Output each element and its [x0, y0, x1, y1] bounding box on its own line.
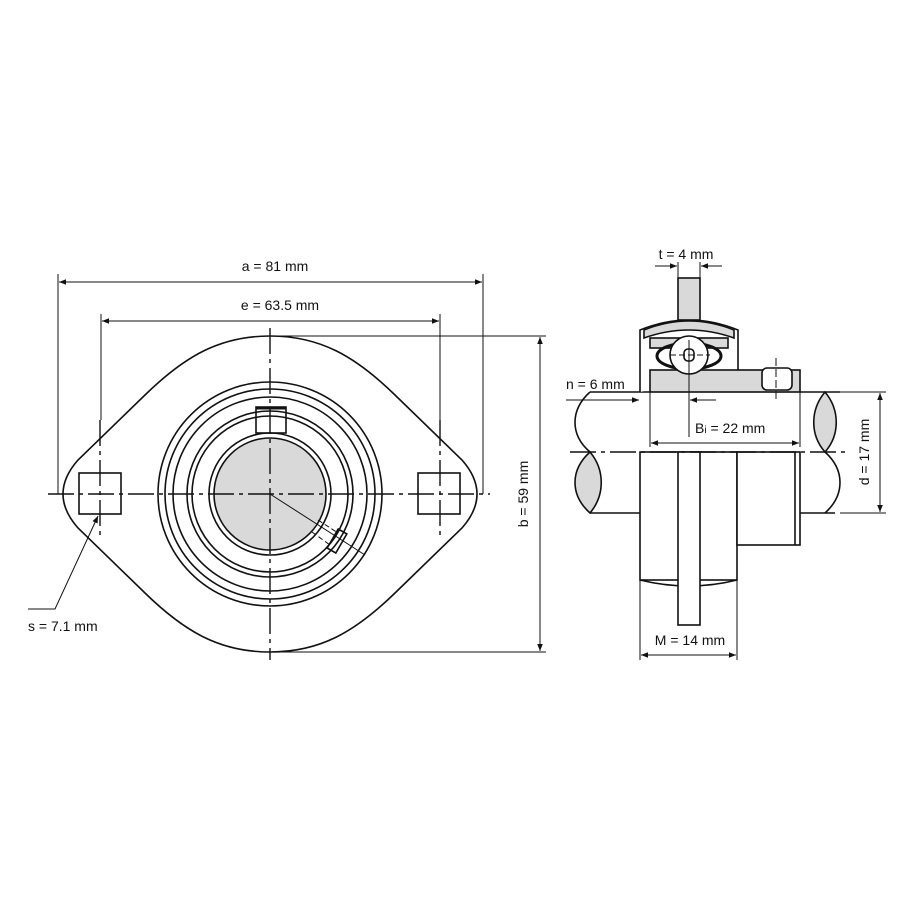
set-screw-side: [761, 367, 793, 391]
inner-ring-lower: [736, 451, 801, 546]
shaft-break-right: [813, 390, 837, 454]
dim-e-label: e = 63.5 mm: [241, 297, 319, 313]
side-view: t = 4 mm n = 6 mm Bi = 22 mm d = 17 mm M…: [566, 246, 886, 660]
flange-stem-upper: [677, 277, 701, 321]
flange-stem-lower: [677, 451, 701, 626]
dim-b-label: b = 59 mm: [515, 461, 531, 528]
dim-n-label: n = 6 mm: [566, 376, 625, 392]
dim-d-label: d = 17 mm: [856, 419, 872, 486]
dim-m-label: M = 14 mm: [655, 632, 725, 648]
dim-a-label: a = 81 mm: [242, 258, 309, 274]
dim-s-label: s = 7.1 mm: [28, 618, 98, 634]
front-view: a = 81 mm e = 63.5 mm b = 59 mm s = 7.1 …: [28, 258, 546, 660]
set-screw: [326, 527, 348, 555]
shaft-break-left: [574, 450, 602, 515]
dim-t-label: t = 4 mm: [659, 246, 714, 262]
dim-bi-label: Bi = 22 mm: [695, 420, 765, 436]
